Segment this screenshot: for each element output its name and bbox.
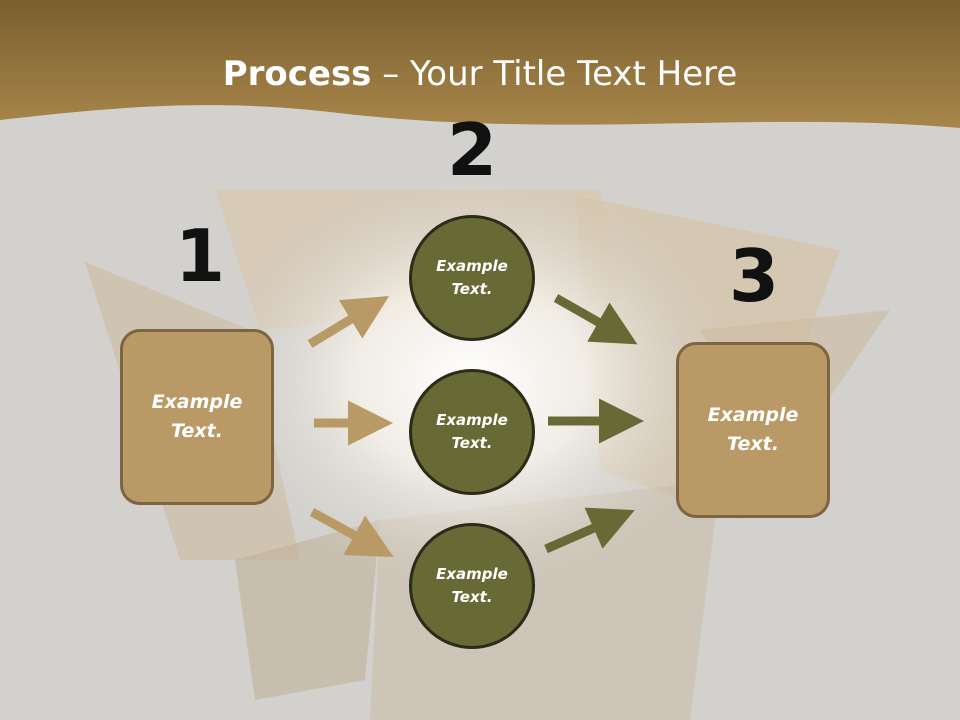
title-bold: Process	[222, 54, 372, 94]
step-number-1: 1	[174, 214, 226, 298]
step-3-box: Example Text.	[676, 342, 830, 518]
step-2-circle-bottom: Example Text.	[409, 523, 535, 649]
step-2-circle-middle: Example Text.	[409, 369, 535, 495]
step-1-box: Example Text.	[120, 329, 274, 505]
slide-title: Process – Your Title Text Here	[0, 52, 960, 96]
step-2-circle-top: Example Text.	[409, 215, 535, 341]
step-number-3: 3	[728, 234, 780, 318]
step-number-2: 2	[446, 108, 498, 192]
title-rest: – Your Title Text Here	[371, 54, 738, 94]
